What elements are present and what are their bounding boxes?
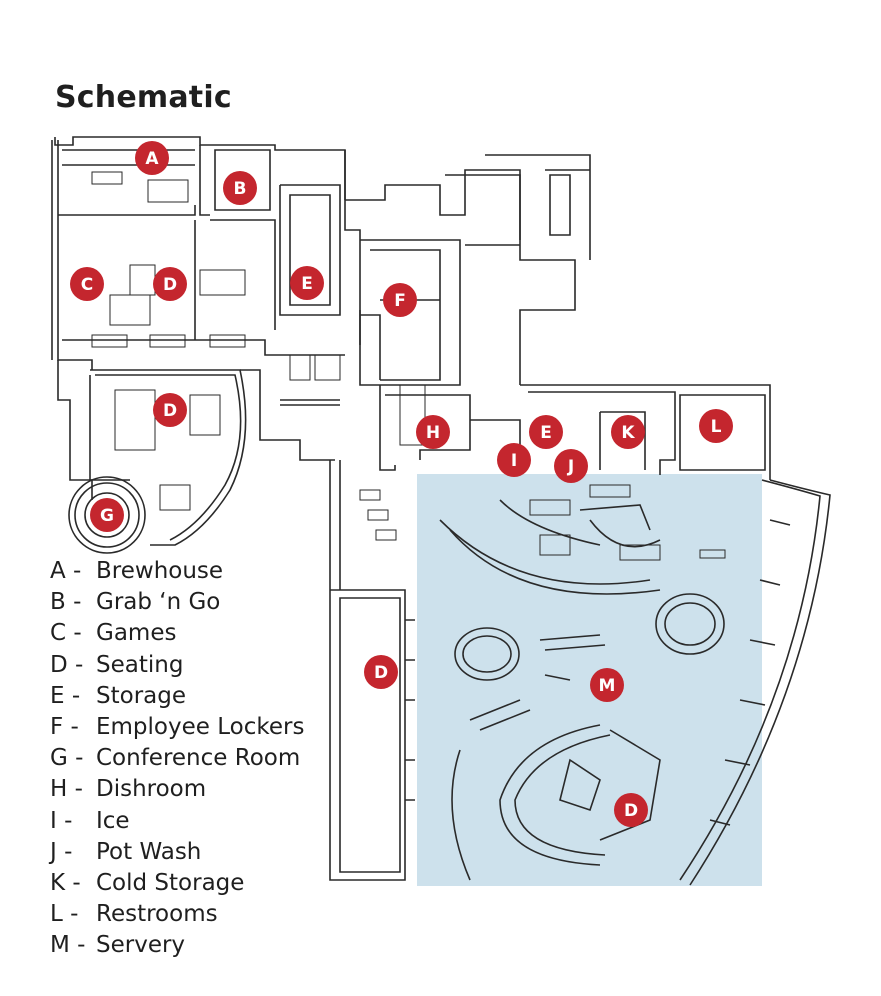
area-marker-label: B	[234, 179, 247, 199]
legend-key: D -	[50, 651, 84, 678]
area-marker-label: A	[145, 149, 159, 169]
area-marker-d	[614, 793, 648, 827]
legend-label: Storage	[96, 682, 186, 709]
area-marker-g	[90, 498, 124, 532]
legend-key: E -	[50, 682, 81, 709]
area-marker-label: E	[540, 423, 552, 443]
area-markers: A B C D E F D G H E K L I J D M D	[70, 141, 733, 827]
legend-label: Servery	[96, 932, 186, 959]
area-marker-label: D	[374, 663, 388, 683]
area-marker-f	[383, 283, 417, 317]
legend-key: J -	[50, 838, 73, 865]
area-marker-c	[70, 267, 104, 301]
legend-key: L -	[50, 901, 79, 928]
legend-key: G -	[50, 745, 84, 772]
legend-key: H -	[50, 776, 83, 803]
area-marker-j	[554, 449, 588, 483]
legend-label: Ice	[96, 807, 130, 834]
area-marker-m	[590, 668, 624, 702]
area-marker-e	[529, 415, 563, 449]
area-marker-label: J	[567, 457, 574, 477]
area-marker-h	[416, 415, 450, 449]
legend-label: Cold Storage	[96, 870, 245, 896]
legend-key: A -	[50, 558, 82, 584]
legend-label: Dishroom	[96, 776, 207, 803]
area-marker-l	[699, 409, 733, 443]
area-marker-k	[611, 415, 645, 449]
legend-label: Grab ‘n Go	[96, 589, 221, 616]
legend-label: Pot Wash	[96, 838, 202, 865]
legend-label: Games	[96, 620, 177, 647]
legend-label: Seating	[96, 651, 184, 678]
area-marker-label: D	[624, 801, 638, 821]
legend-key: I -	[50, 807, 73, 834]
area-marker-d	[153, 393, 187, 427]
legend-key: K -	[50, 870, 81, 896]
area-marker-label: D	[163, 275, 177, 295]
area-marker-b	[223, 171, 257, 205]
area-marker-label: L	[711, 417, 722, 437]
area-marker-e	[290, 266, 324, 300]
area-marker-d	[153, 267, 187, 301]
area-marker-label: E	[301, 274, 313, 294]
area-marker-label: I	[511, 451, 517, 471]
area-marker-label: D	[163, 401, 177, 421]
page-title: Schematic	[55, 80, 232, 115]
servery-area	[417, 474, 762, 886]
area-marker-label: K	[621, 423, 635, 443]
legend-key: C -	[50, 620, 82, 647]
area-marker-label: G	[100, 506, 114, 526]
legend-key: B -	[50, 589, 82, 616]
legend-label: Conference Room	[96, 745, 301, 772]
area-marker-label: C	[81, 275, 93, 295]
area-marker-label: H	[426, 423, 440, 443]
area-marker-a	[135, 141, 169, 175]
legend-label: Employee Lockers	[96, 714, 305, 740]
area-marker-label: F	[394, 291, 406, 311]
legend-key: M -	[50, 932, 86, 959]
legend-key: F -	[50, 714, 79, 740]
area-marker-d	[364, 655, 398, 689]
furniture-marks	[91, 171, 726, 561]
legend-label: Restrooms	[96, 901, 218, 928]
legend-label: Brewhouse	[96, 558, 224, 584]
area-marker-label: M	[599, 676, 616, 696]
area-marker-i	[497, 443, 531, 477]
